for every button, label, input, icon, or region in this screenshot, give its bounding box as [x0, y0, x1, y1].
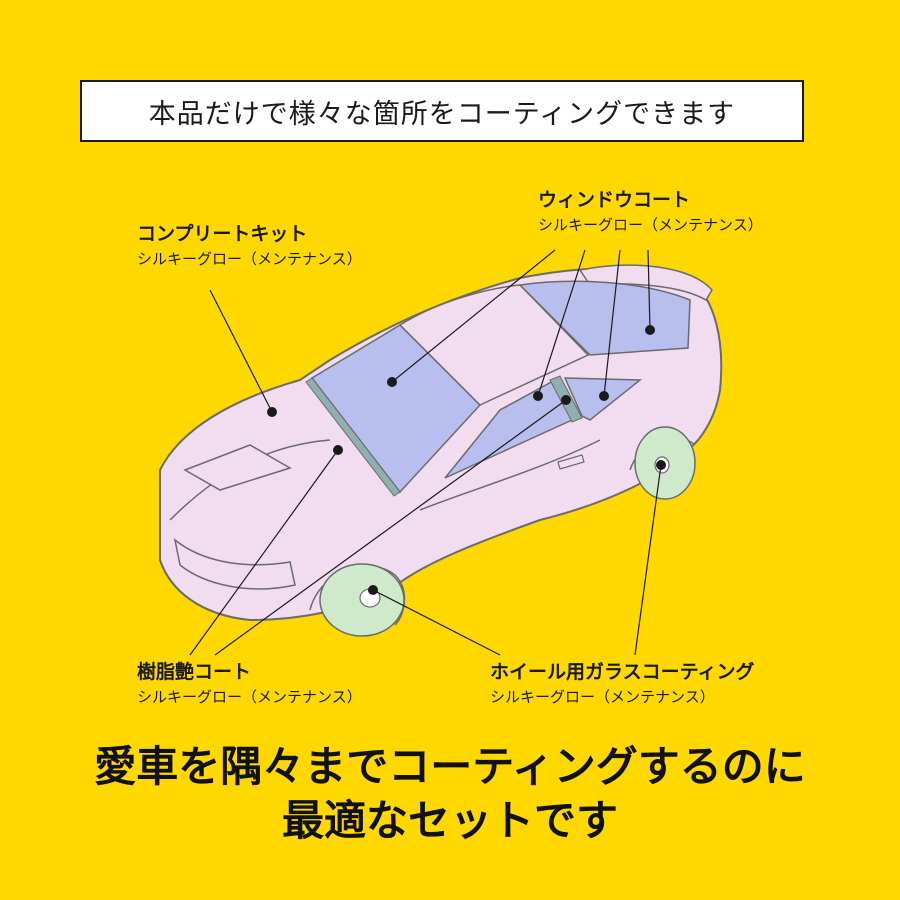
callout-complete-kit: コンプリートキット シルキーグロー（メンテナンス）	[137, 222, 362, 270]
callout-product: シルキーグロー（メンテナンス）	[538, 216, 763, 234]
point-rear-glass	[645, 325, 655, 335]
callout-wheel-coat: ホイール用ガラスコーティング シルキーグロー（メンテナンス）	[490, 660, 754, 708]
point-windshield-trim	[333, 445, 343, 455]
callout-product: シルキーグロー（メンテナンス）	[137, 250, 362, 268]
callout-product: シルキーグロー（メンテナンス）	[490, 688, 715, 706]
headlight-left	[173, 538, 296, 590]
callout-product: シルキーグロー（メンテナンス）	[137, 688, 362, 706]
callout-resin-coat: 樹脂艶コート シルキーグロー（メンテナンス）	[137, 660, 362, 708]
point-windshield	[387, 377, 397, 387]
windshield-trim	[305, 377, 401, 497]
leader-line-window-3	[603, 249, 621, 397]
callout-title: ホイール用ガラスコーティング	[490, 661, 755, 683]
leader-line-window-1	[391, 249, 556, 383]
leader-line-resin-2	[214, 399, 567, 656]
callout-title: ウィンドウコート	[538, 189, 691, 211]
point-pillar-trim	[561, 395, 571, 405]
callout-window-coat: ウィンドウコート シルキーグロー（メンテナンス）	[538, 188, 763, 236]
point-front-side-window	[533, 391, 543, 401]
callout-title: コンプリートキット	[137, 223, 308, 245]
point-rear-side-window	[599, 391, 609, 401]
leader-line-window-2	[537, 249, 586, 397]
footer-line-1: 愛車を隅々までコーティングするのに	[94, 742, 806, 791]
leader-line-wheel-2	[634, 464, 662, 656]
point-rear-wheel	[656, 460, 666, 470]
header-banner: 本品だけで様々な箇所をコーティングできます	[80, 80, 804, 142]
door-handle	[557, 454, 585, 470]
door-line	[419, 439, 601, 511]
leader-line-complete	[209, 289, 273, 413]
leader-line-wheel-1	[372, 589, 501, 656]
hood-scoop	[183, 444, 292, 491]
header-text: 本品だけで様々な箇所をコーティングできます	[148, 98, 736, 130]
callout-title: 樹脂艶コート	[137, 661, 252, 683]
leader-line-resin-1	[189, 449, 339, 656]
footer-line-2: 最適なセットです	[281, 796, 618, 845]
leader-line-window-4	[647, 249, 651, 331]
footer-message: 愛車を隅々までコーティングするのに 最適なセットです	[0, 740, 900, 848]
point-front-wheel	[368, 585, 378, 595]
rear-glass	[518, 280, 691, 356]
point-hood	[267, 407, 277, 417]
